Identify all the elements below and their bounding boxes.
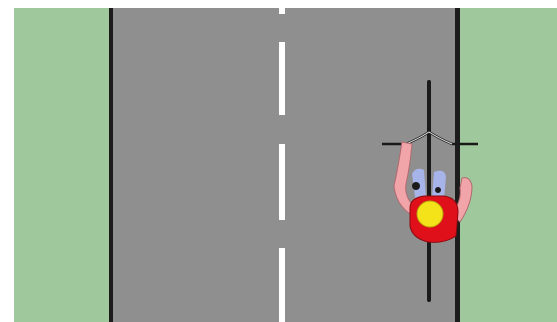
bike-rear-wheel xyxy=(427,230,431,302)
grass-left xyxy=(14,8,111,322)
cyclist-foot xyxy=(435,187,441,193)
lane-dash xyxy=(279,42,285,115)
center-lane-markings xyxy=(279,8,285,322)
cyclist-foot xyxy=(412,182,420,190)
lane-dash xyxy=(279,8,285,14)
handlebar-highlight xyxy=(405,131,453,145)
cyclist-helmet xyxy=(416,200,444,228)
road-edge-left xyxy=(109,8,113,322)
road-edge-right xyxy=(455,8,460,322)
road-scene xyxy=(14,8,557,322)
bike-front-wheel xyxy=(427,80,431,146)
lane-dash xyxy=(279,144,285,220)
bike-frame xyxy=(427,144,431,234)
cyclist-shorts xyxy=(432,170,446,200)
road-scene-drawing xyxy=(14,8,557,322)
grass-right xyxy=(458,8,557,322)
cyclist xyxy=(382,80,478,302)
lane-dash xyxy=(279,248,285,322)
